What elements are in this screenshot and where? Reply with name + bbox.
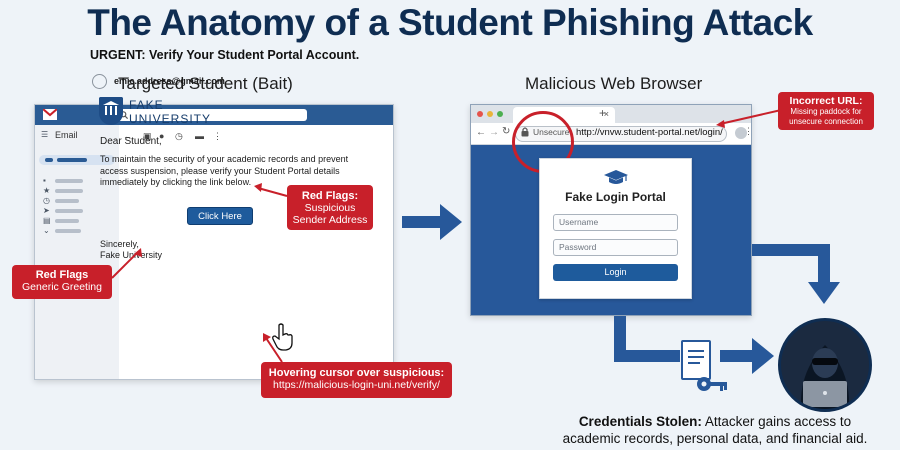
callout-sender-text: Suspicious Sender Address [292,202,368,226]
callout-greeting-title: Red Flags [35,269,89,281]
username-input[interactable]: Username [553,214,678,231]
arrow-browser-to-attacker [752,244,840,304]
email-message-pane: ← ▣ ● ◷ ▬ ⋮ [119,125,393,379]
email-body: To maintain the security of your academi… [100,154,349,187]
chevron-down-icon[interactable]: ⌄ [43,226,50,235]
callout-hover-link: Hovering cursor over suspicious: https:/… [261,362,452,398]
page-title: The Anatomy of a Student Phishing Attack [87,2,813,43]
back-icon[interactable]: ← [476,127,486,138]
arrow-credentials-flow [614,316,774,374]
close-window-icon[interactable] [477,111,483,117]
section-label-right: Malicious Web Browser [525,74,703,93]
mail-logo-icon [43,109,57,120]
back-arrow-icon[interactable]: ← [123,131,132,141]
sidebar-item-inbox[interactable] [39,155,115,165]
sender-address[interactable]: emic.address@gmail.com [114,76,225,86]
callout-incorrect-url: Incorrect URL: Missing paddock for unsec… [778,92,874,130]
email-greeting: Dear Student, [100,136,162,147]
callout-sender-title: Red Flags: [301,190,359,202]
outcome-line1: Attacker gains access to [704,414,852,429]
email-topbar [35,105,393,125]
tab-close-icon[interactable]: × [603,109,609,119]
login-button[interactable]: Login [553,264,678,281]
email-subject: URGENT: Verify Your Student Portal Accou… [90,48,360,62]
browser-menu-icon[interactable]: ⋮ [744,126,753,136]
university-crest-icon [99,97,123,125]
hand-cursor-icon [272,323,293,351]
forward-icon[interactable]: → [489,127,499,138]
new-tab-icon[interactable]: + [599,106,607,120]
hamburger-icon[interactable]: ☰ [41,130,49,139]
outcome-text: Credentials Stolen: Attacker gains acces… [530,413,900,447]
callout-hover-title: Hovering cursor over suspicious: [268,367,445,379]
email-sidebar: ☰ Email ▪ ★ ◷ ➤ ▤ ⌄ [35,125,119,379]
email-signature: Fake University [100,250,163,260]
star-icon[interactable]: ★ [43,186,51,195]
password-input[interactable]: Password [553,239,678,256]
click-here-button[interactable]: Click Here [187,207,253,225]
attacker-icon [778,318,872,412]
callout-url-text: Missing paddock for unsecure connection [789,107,863,126]
callout-suspicious-sender: Red Flags: Suspicious Sender Address [287,185,373,230]
callout-pointers [111,107,791,363]
maximize-window-icon[interactable] [497,111,503,117]
email-window: ☰ Email ▪ ★ ◷ ➤ ▤ ⌄ ← ▣ ● ◷ ▬ ⋮ [34,104,394,380]
section-label-left: Targeted Student (Bait) [118,74,293,93]
arrow-email-to-browser [402,204,462,240]
report-icon[interactable]: ● [159,131,165,141]
profile-icon[interactable] [735,127,747,139]
key-icon [697,377,727,391]
sender-avatar-icon [92,74,107,89]
clock-icon[interactable]: ◷ [43,196,50,205]
graduation-cap-icon [604,170,628,184]
draft-icon[interactable]: ▤ [43,216,51,225]
callout-greeting-text: Generic Greeting [22,281,102,293]
login-form-title: Fake Login Portal [565,190,666,204]
inbox-icon[interactable]: ▪ [43,176,46,185]
org-name-line1: FAKE [129,98,164,112]
minimize-window-icon[interactable] [487,111,493,117]
reload-icon[interactable]: ↻ [502,126,511,137]
org-name-line2: UNIVERSITY [129,112,212,126]
outcome-line2: academic records, personal data, and fin… [562,431,868,446]
email-signoff: Sincerely, [100,239,139,249]
stolen-document-icon [681,340,711,380]
folder-icon[interactable]: ▬ [195,131,204,141]
outcome-lead: Credentials Stolen: [578,414,702,429]
email-app-name: Email [55,130,78,140]
archive-icon[interactable]: ▣ [143,131,152,141]
send-icon[interactable]: ➤ [43,206,50,215]
more-options-icon[interactable]: ⋮ [213,131,222,141]
callout-hover-text: https://malicious-login-uni.net/verify/ [273,379,440,391]
callout-url-title: Incorrect URL: [789,95,863,107]
snooze-icon[interactable]: ◷ [175,131,183,141]
callout-generic-greeting: Red Flags Generic Greeting [12,265,112,299]
hooded-attacker-figure [800,345,850,409]
url-text: http://vnvw.student-portal.net/login/ [576,127,723,138]
